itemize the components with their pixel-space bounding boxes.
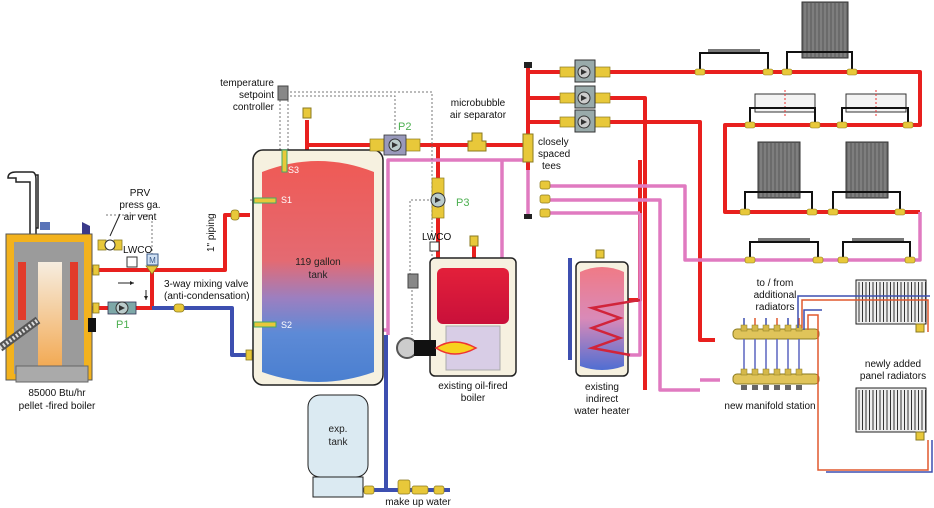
- prv-label-1: PRV: [130, 188, 151, 199]
- baseboard-2[interactable]: [758, 238, 810, 243]
- separator-label-1: microbubble: [451, 98, 506, 109]
- manifold-station[interactable]: [732, 318, 820, 390]
- oil-boiler-label-2: boiler: [461, 393, 486, 404]
- mixing-valve-motor-symbol: M: [149, 256, 156, 265]
- make-up-water-label: make up water: [385, 497, 451, 508]
- flue-pipe: [7, 171, 37, 241]
- baseboard-3[interactable]: [852, 238, 904, 243]
- exp-tank-label-1: exp.: [329, 424, 348, 435]
- panel-radiator-1[interactable]: [855, 279, 927, 333]
- air-vent-icon: [302, 107, 312, 119]
- radiators: [694, 1, 916, 264]
- aquastat: [407, 273, 419, 289]
- panel-radiators-label-2: panel radiators: [860, 371, 926, 382]
- panel-loops: [797, 295, 933, 473]
- lwco-1-label: LWCO: [123, 245, 152, 256]
- hidden-radiator-1[interactable]: [754, 90, 816, 116]
- relief-valve-icon: [469, 235, 479, 247]
- expansion-tank[interactable]: [307, 394, 369, 498]
- cast-radiator-2[interactable]: [757, 141, 801, 199]
- sensor-s3-label: S3: [288, 165, 299, 175]
- cast-radiator-3[interactable]: [845, 141, 889, 199]
- baseboard-1[interactable]: [708, 49, 760, 54]
- mixing-valve[interactable]: M: [145, 253, 159, 275]
- indirect-water-heater[interactable]: [575, 261, 641, 377]
- tees-label-2: spaced: [538, 149, 570, 160]
- dhw-relief-valve-icon: [595, 249, 605, 259]
- manifold-label-1: to / from: [757, 278, 794, 289]
- manifold-label-2: additional: [754, 290, 797, 301]
- boiler-fittings: [92, 209, 253, 361]
- piping-size-label: 1" piping: [206, 213, 217, 252]
- water-heater-label-3: water heater: [573, 406, 630, 417]
- prv-label-2: press ga.: [119, 200, 160, 211]
- boiler-type-label: pellet -fired boiler: [19, 401, 96, 412]
- boiler-capacity-label: 85000 Btu/hr: [28, 388, 86, 399]
- zone-pump-3[interactable]: [559, 109, 611, 133]
- water-heater-label-1: existing: [585, 382, 619, 393]
- controller-label-1: temperature: [220, 78, 274, 89]
- tees-label-3: tees: [542, 161, 561, 172]
- pump-p3-label: P3: [456, 197, 469, 209]
- zone-pumps[interactable]: [559, 59, 611, 133]
- mixing-valve-label-2: (anti-condensation): [164, 291, 250, 302]
- lwco-2-icon: [429, 241, 440, 252]
- mixing-valve-label-1: 3-way mixing valve: [164, 279, 249, 290]
- pressure-gauge-icon: [104, 239, 116, 251]
- zone-pump-2[interactable]: [559, 85, 611, 109]
- tank-capacity-label: 119 gallon: [295, 257, 340, 268]
- sensor-s1-label: S1: [281, 195, 292, 205]
- cast-radiator-1[interactable]: [801, 1, 849, 59]
- pellet-boiler[interactable]: [0, 171, 96, 383]
- separator-label-2: air separator: [450, 110, 507, 121]
- controller-label-3: controller: [233, 102, 275, 113]
- make-up-valves: [363, 479, 445, 495]
- prv-label-3: air vent: [124, 212, 157, 223]
- tank-sensors: [253, 149, 288, 328]
- zone-pump-1[interactable]: [559, 59, 611, 83]
- oil-fired-boiler[interactable]: [396, 257, 517, 377]
- exp-tank-label-2: tank: [329, 437, 349, 448]
- pump-p2-label: P2: [398, 121, 411, 133]
- tees-label-1: closely: [538, 137, 569, 148]
- pump-p1[interactable]: [107, 301, 137, 315]
- lwco-1-icon: [126, 256, 138, 268]
- return-valves: [539, 180, 551, 218]
- closely-spaced-tees: [522, 62, 534, 219]
- return-piping: [360, 158, 922, 392]
- water-heater-label-2: indirect: [586, 394, 618, 405]
- panel-radiators-label-1: newly added: [865, 359, 921, 370]
- controller-label-2: setpoint: [239, 90, 274, 101]
- hidden-radiator-2[interactable]: [845, 90, 907, 116]
- air-separator[interactable]: [467, 132, 487, 152]
- pump-p1-label: P1: [116, 319, 129, 331]
- manifold-label-3: radiators: [756, 302, 795, 313]
- pump-p2[interactable]: [369, 134, 421, 156]
- tank-label: tank: [309, 270, 329, 281]
- oil-boiler-label-1: existing oil-fired: [438, 381, 507, 392]
- lwco-2-label: LWCO: [422, 232, 451, 243]
- manifold-station-label: new manifold station: [724, 401, 815, 412]
- sensor-s2-label: S2: [281, 320, 292, 330]
- panel-radiator-2[interactable]: [855, 387, 927, 441]
- storage-tank[interactable]: [252, 149, 384, 386]
- pump-p3[interactable]: [430, 177, 446, 219]
- temperature-controller[interactable]: [277, 85, 289, 101]
- prv-pointer: [109, 213, 121, 237]
